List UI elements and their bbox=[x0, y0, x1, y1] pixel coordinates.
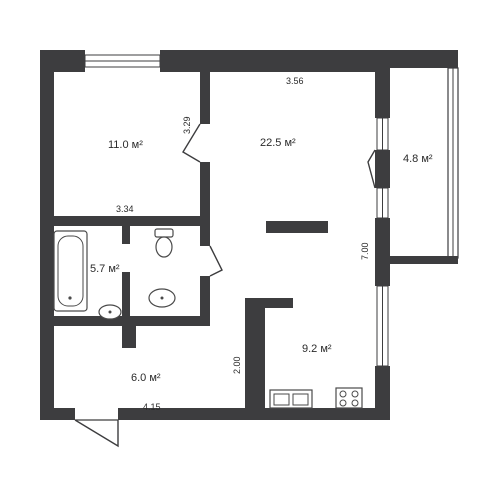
room-area-bedroom: 11.0 м² bbox=[108, 139, 143, 151]
room-area-bathroom: 5.7 м² bbox=[90, 263, 120, 275]
dimension-hall-side: 2.00 bbox=[232, 356, 242, 374]
balcony-outline bbox=[390, 50, 459, 264]
outer-walls bbox=[40, 50, 390, 420]
right-windows bbox=[376, 117, 389, 367]
entry-door bbox=[74, 419, 119, 448]
interior-walls bbox=[54, 72, 390, 408]
dimension-bedroom-side: 3.29 bbox=[182, 116, 192, 134]
toilet-sink-icon bbox=[148, 288, 176, 308]
dimension-living-top: 3.56 bbox=[286, 76, 304, 86]
room-area-kitchen: 9.2 м² bbox=[302, 343, 332, 355]
room-area-living: 22.5 м² bbox=[260, 137, 296, 149]
dimension-bedroom-bottom: 3.34 bbox=[116, 204, 134, 214]
dimension-hall-bottom: 4.15 bbox=[143, 402, 161, 412]
kitchen-sink-icon bbox=[269, 389, 313, 409]
room-area-hall: 6.0 м² bbox=[131, 372, 161, 384]
top-window bbox=[84, 54, 161, 68]
balcony-door bbox=[367, 149, 376, 189]
room-area-balcony: 4.8 м² bbox=[403, 153, 433, 165]
bathtub-icon bbox=[53, 230, 88, 312]
stove-icon bbox=[335, 387, 363, 409]
dimension-living-right: 7.00 bbox=[360, 242, 370, 260]
washbasin-icon bbox=[98, 304, 122, 320]
toilet-icon bbox=[154, 228, 174, 258]
bedroom-door bbox=[182, 123, 201, 163]
bathroom-door bbox=[209, 245, 223, 277]
doors bbox=[74, 123, 376, 448]
